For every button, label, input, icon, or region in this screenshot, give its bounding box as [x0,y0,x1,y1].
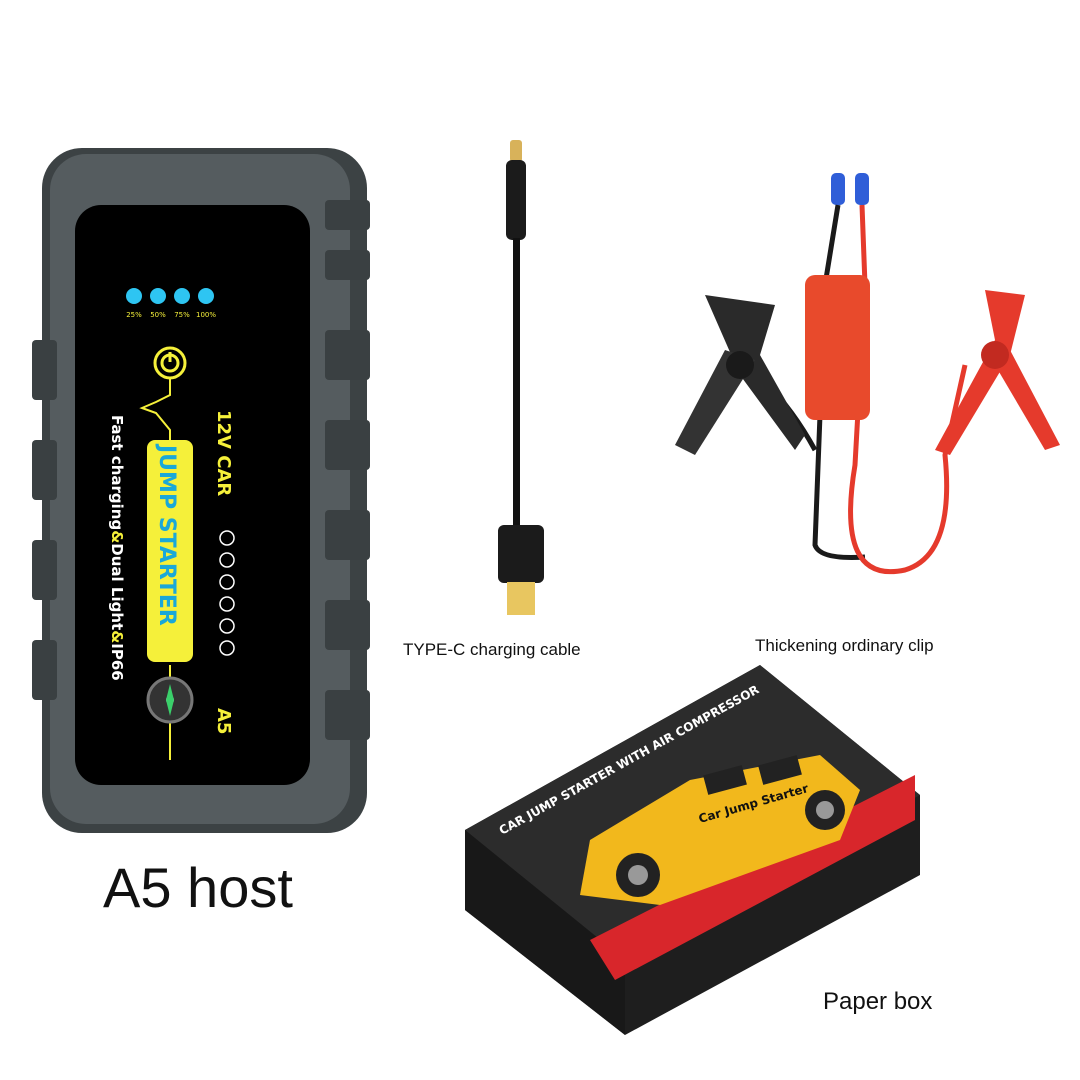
box-caption: Paper box [823,988,933,1015]
product-text: JUMP STARTER [154,443,179,626]
type-c-cable [498,140,544,615]
clip-cable [675,173,1060,575]
black-clamp [675,295,805,455]
host-caption: A5 host [103,856,293,919]
voltage-text: 12V CAR [213,410,234,496]
function-icons [219,530,235,656]
led-label: 75% [174,311,190,319]
compass-icon [146,676,194,724]
feature-text: Fast charging&Dual Light&IP66 [108,415,126,681]
red-clamp [935,290,1060,455]
battery-led-indicators [126,288,214,304]
cable-caption: TYPE-C charging cable [403,640,581,659]
led-label: 25% [126,311,142,319]
led-label: 50% [150,311,166,319]
clip-caption: Thickening ordinary clip [755,636,934,655]
paper-box: Car Jump Starter CAR JUMP STARTER WITH A… [465,665,920,1035]
led-label: 100% [196,311,216,319]
model-text: A5 [213,708,234,734]
jump-starter-host: 25% 50% 75% 100% JUMP STARTER 12V CAR A5… [32,148,370,833]
